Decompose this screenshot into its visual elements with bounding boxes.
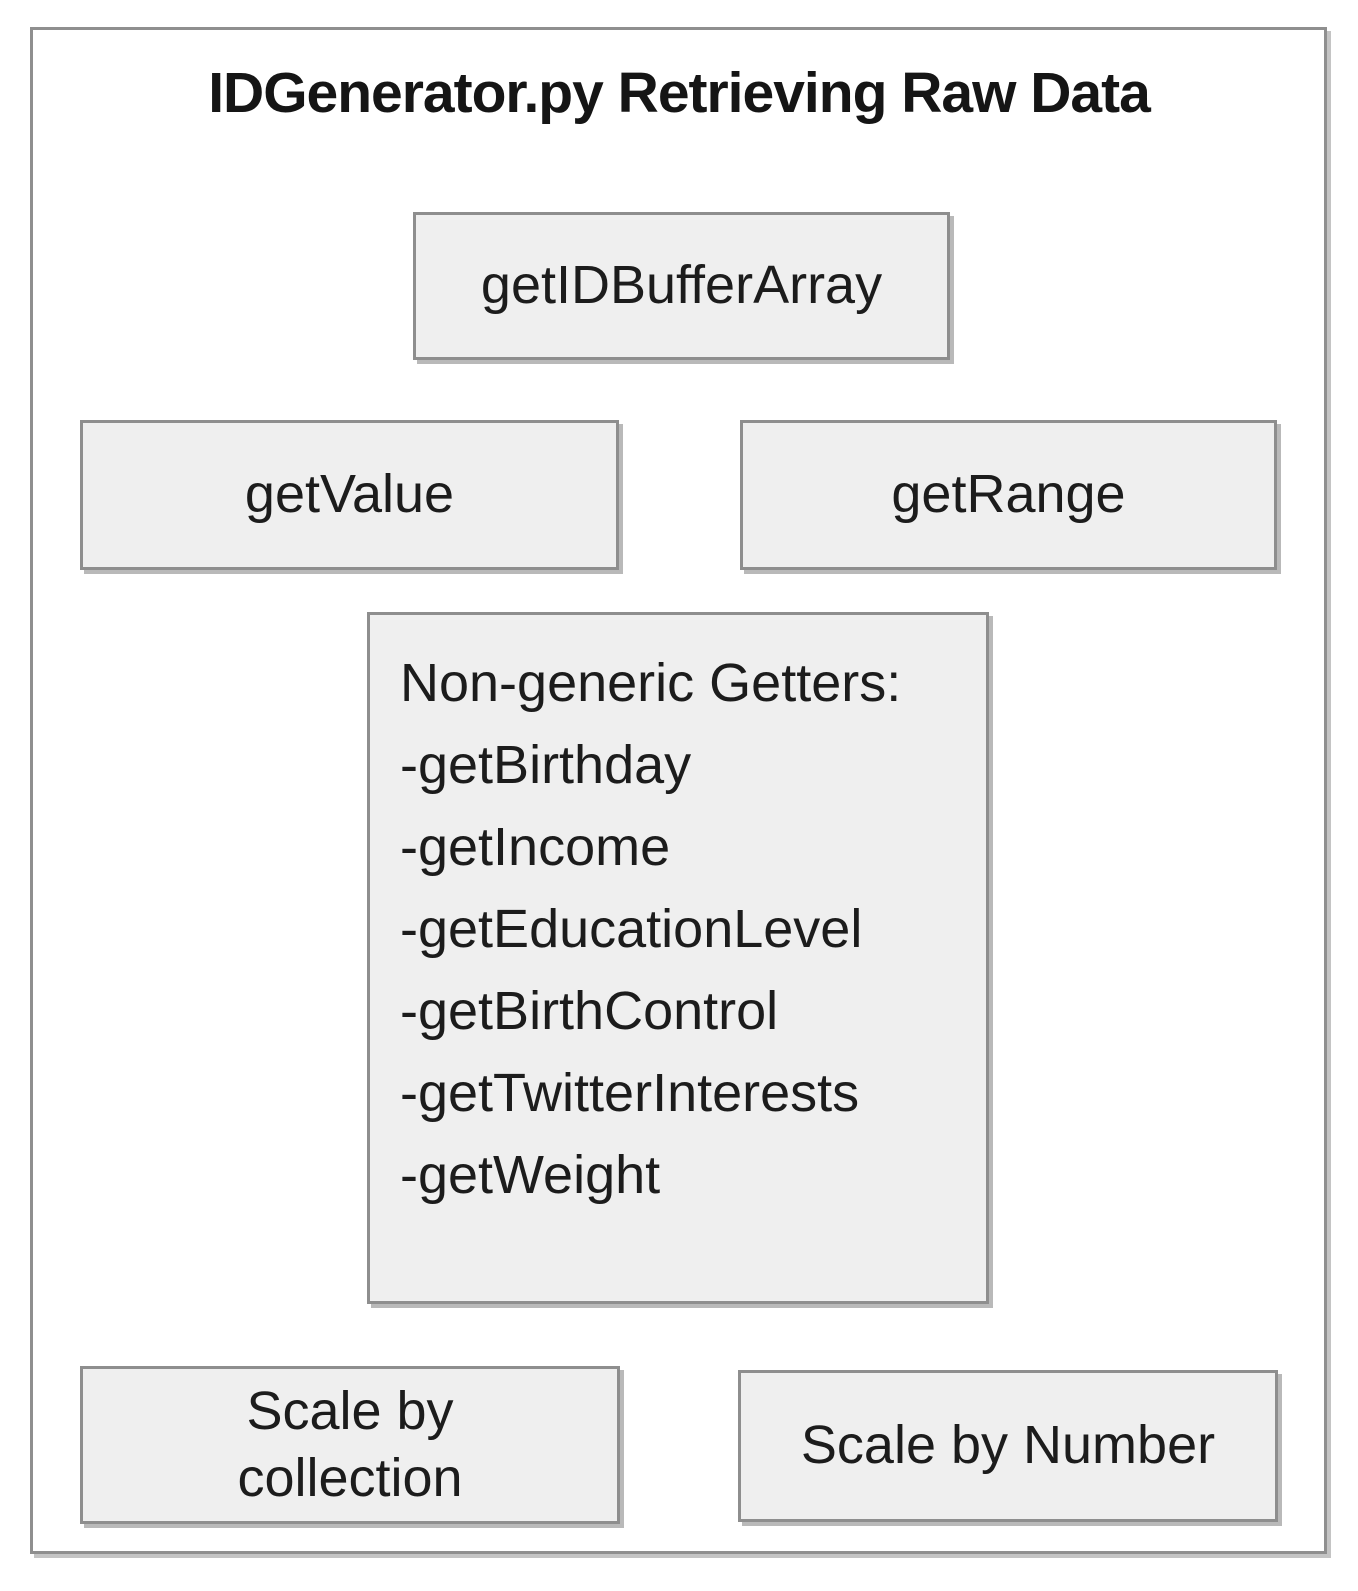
diagram-title: IDGenerator.py Retrieving Raw Data bbox=[208, 61, 1151, 125]
box-getidbufferarray-label: getIDBufferArray bbox=[480, 255, 883, 316]
box-scale-by-collection-label: Scale by collection bbox=[237, 1380, 463, 1509]
getters-heading: Non-generic Getters: bbox=[400, 653, 902, 713]
getter-item-educationlevel: -getEducationLevel bbox=[400, 899, 863, 959]
box-getrange: getRange bbox=[740, 420, 1277, 570]
box-scale-by-collection: Scale by collection bbox=[80, 1366, 620, 1524]
getter-item-income: -getIncome bbox=[400, 817, 671, 877]
getter-item-birthcontrol: -getBirthControl bbox=[400, 981, 779, 1041]
box-non-generic-getters: Non-generic Getters: -getBirthday -getIn… bbox=[367, 612, 989, 1304]
getter-item-weight: -getWeight bbox=[400, 1145, 661, 1205]
box-getidbufferarray: getIDBufferArray bbox=[413, 212, 950, 360]
box-getvalue: getValue bbox=[80, 420, 619, 570]
box-scale-by-number-label: Scale by Number bbox=[800, 1415, 1216, 1476]
box-scale-by-number: Scale by Number bbox=[738, 1370, 1278, 1522]
box-getrange-label: getRange bbox=[891, 464, 1126, 525]
getter-item-twitterinterests: -getTwitterInterests bbox=[400, 1063, 860, 1123]
getter-item-birthday: -getBirthday bbox=[400, 735, 692, 795]
box-getvalue-label: getValue bbox=[244, 464, 455, 525]
